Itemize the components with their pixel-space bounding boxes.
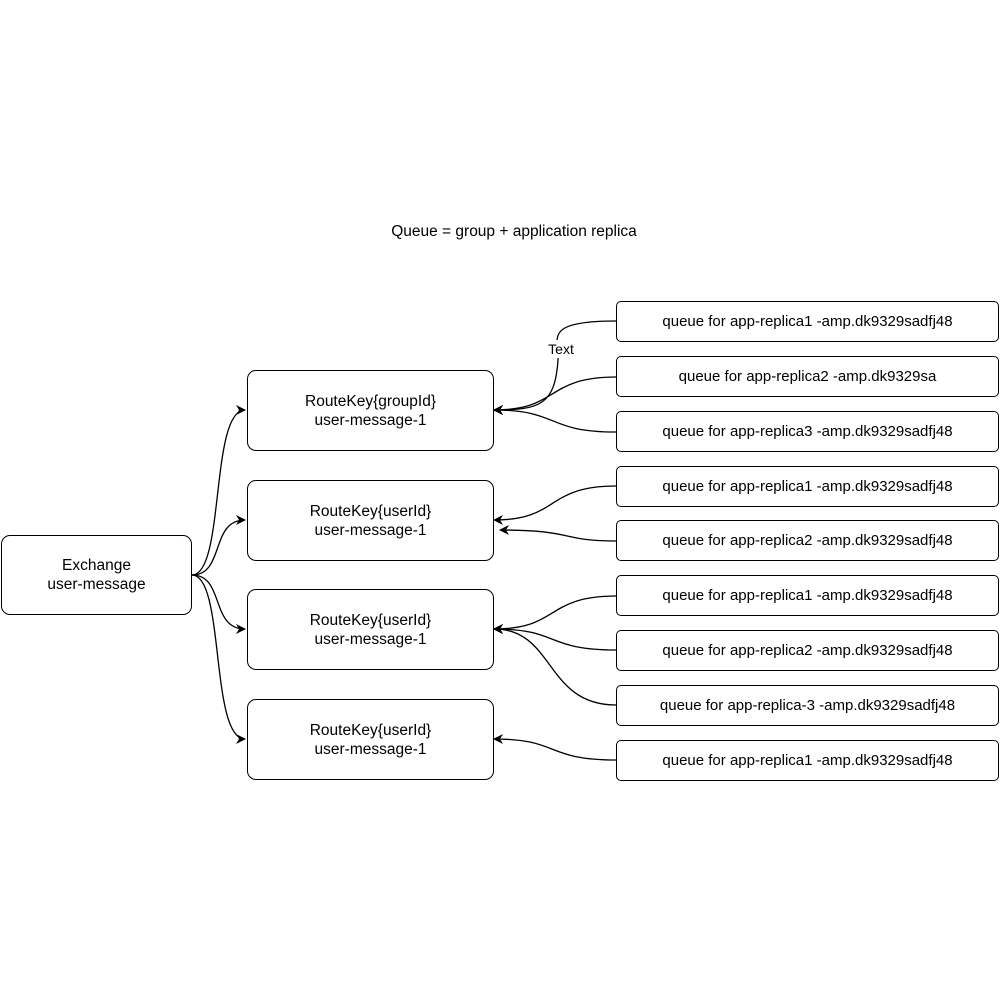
queue-node-label: queue for app-replica3 -amp.dk9329sadfj4… [662,423,953,440]
queue-node-label: queue for app-replica2 -amp.dk9329sa [678,368,937,385]
exchange-node[interactable]: Exchange user-message [1,535,192,615]
queue-node-label: queue for app-replica1 -amp.dk9329sadfj4… [662,752,953,769]
route-node-key: RouteKey{groupId} [305,392,436,410]
route-node-1[interactable]: RouteKey{groupId} user-message-1 [247,370,494,451]
edge-exchange-to-route-1 [191,405,246,576]
route-node-key: RouteKey{userId} [309,721,432,739]
route-node-2[interactable]: RouteKey{userId} user-message-1 [247,480,494,561]
queue-node-label: queue for app-replica2 -amp.dk9329sadfj4… [662,642,953,659]
queue-node-7[interactable]: queue for app-replica2 -amp.dk9329sadfj4… [616,630,999,671]
diagram-title: Queue = group + application replica [391,223,637,240]
queue-node-label: queue for app-replica2 -amp.dk9329sadfj4… [662,532,953,549]
edge-queue-7-to-route-3 [493,624,617,651]
edge-exchange-to-route-2 [191,515,246,576]
edge-label-text: Text [540,340,582,358]
edge-queue-1-to-route-1 [493,320,617,415]
edge-queue-4-to-route-2 [493,485,617,525]
queue-node-4[interactable]: queue for app-replica1 -amp.dk9329sadfj4… [616,466,999,507]
queue-node-1[interactable]: queue for app-replica1 -amp.dk9329sadfj4… [616,301,999,342]
queue-node-label: queue for app-replica1 -amp.dk9329sadfj4… [662,478,953,495]
route-node-key: RouteKey{userId} [309,502,432,520]
route-node-name: user-message-1 [314,630,427,648]
queue-node-label: queue for app-replica1 -amp.dk9329sadfj4… [662,587,953,604]
route-node-4[interactable]: RouteKey{userId} user-message-1 [247,699,494,780]
route-node-key: RouteKey{userId} [309,611,432,629]
queue-node-label: queue for app-replica-3 -amp.dk9329sadfj… [659,697,956,714]
edge-queue-8-to-route-3 [493,624,617,706]
edge-queue-2-to-route-1 [493,376,617,415]
queue-node-5[interactable]: queue for app-replica2 -amp.dk9329sadfj4… [616,520,999,561]
queue-node-9[interactable]: queue for app-replica1 -amp.dk9329sadfj4… [616,740,999,781]
route-node-name: user-message-1 [314,521,427,539]
edge-exchange-to-route-4 [191,574,246,744]
edge-queue-3-to-route-1 [493,405,617,433]
route-node-3[interactable]: RouteKey{userId} user-message-1 [247,589,494,670]
exchange-node-name: Exchange [62,557,131,574]
route-node-name: user-message-1 [314,740,427,758]
edge-queue-9-to-route-4 [493,734,617,761]
edge-queue-6-to-route-3 [493,595,617,634]
queue-node-3[interactable]: queue for app-replica3 -amp.dk9329sadfj4… [616,411,999,452]
edge-exchange-to-route-3 [191,574,246,634]
queue-node-2[interactable]: queue for app-replica2 -amp.dk9329sa [616,356,999,397]
edge-queue-5-to-route-2 [499,525,617,542]
route-node-name: user-message-1 [314,411,427,429]
queue-node-6[interactable]: queue for app-replica1 -amp.dk9329sadfj4… [616,575,999,616]
queue-node-8[interactable]: queue for app-replica-3 -amp.dk9329sadfj… [616,685,999,726]
queue-node-label: queue for app-replica1 -amp.dk9329sadfj4… [662,313,953,330]
exchange-node-value: user-message [47,576,146,593]
